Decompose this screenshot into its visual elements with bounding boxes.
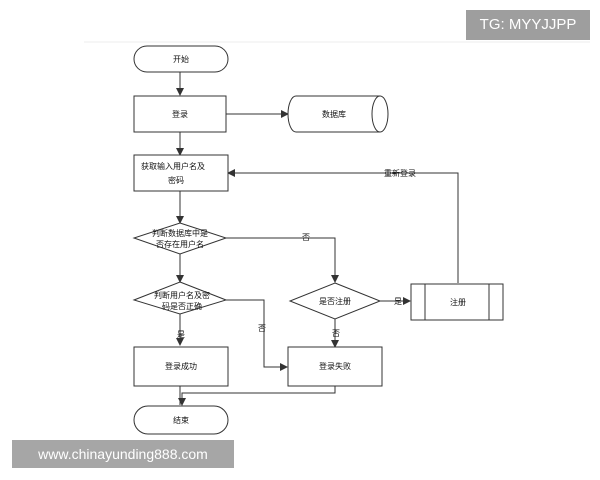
check-password-node: 判断用户名及密 码是否正确 [132,281,228,315]
start-label: 开始 [173,54,189,64]
database-label: 数据库 [322,109,346,119]
no-edge-label-checkpass: 否 [258,324,266,333]
edge-checkpass-failed [226,299,288,371]
edge-failed-end [178,386,336,406]
check-password-label-2: 码是否正确 [162,301,202,311]
tg-watermark: TG: MYYJJPP [466,10,590,40]
edge-register-relogin [227,169,459,283]
no-edge-label-shouldreg: 否 [332,329,340,338]
get-input-label-1: 获取输入用户名及 [141,161,205,171]
end-node: 结束 [133,405,229,435]
check-user-label-1: 判断数据库中是 [152,228,208,238]
yes-edge-label-checkpass: 是 [177,330,185,339]
login-success-label: 登录成功 [165,361,197,371]
no-edge-label-checkuser: 否 [302,233,310,242]
start-node: 开始 [133,45,229,73]
get-input-node: 获取输入用户名及 密码 [133,154,229,192]
register-node: 注册 [410,283,504,321]
should-register-node: 是否注册 [288,282,382,320]
register-label: 注册 [450,297,466,307]
login-failed-label: 登录失败 [319,361,351,371]
check-user-label-2: 否存在用户名 [156,239,204,249]
login-success-node: 登录成功 [133,346,229,387]
check-password-label-1: 判断用户名及密 [154,290,210,300]
should-register-label: 是否注册 [319,296,351,306]
edges [176,72,459,406]
edge-checkuser-register-no [226,237,339,283]
login-node: 登录 [133,95,227,133]
login-failed-node: 登录失败 [287,346,383,387]
end-label: 结束 [173,415,189,425]
relogin-edge-label: 重新登录 [384,168,416,178]
yes-edge-label-shouldreg: 是 [394,297,402,306]
site-watermark: www.chinayunding888.com [12,440,234,468]
check-user-node: 判断数据库中是 否存在用户名 [132,222,228,255]
get-input-label-2: 密码 [168,175,184,185]
login-label: 登录 [172,109,188,119]
database-node: 数据库 [287,95,389,133]
